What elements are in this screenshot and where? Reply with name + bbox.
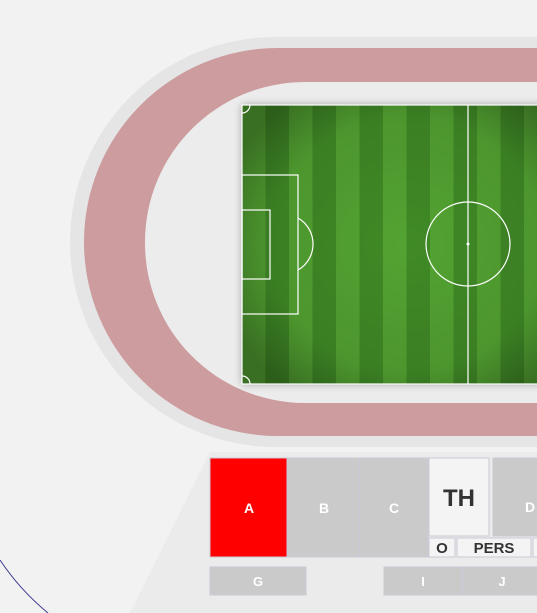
section-g-block[interactable] — [209, 566, 307, 596]
section-a-block[interactable] — [209, 457, 288, 558]
section-b[interactable]: B — [287, 457, 360, 558]
section-pers-block[interactable] — [456, 537, 532, 558]
section-pers[interactable]: PERS — [456, 537, 532, 558]
section-th[interactable]: TH — [428, 457, 490, 537]
corner-arc-top — [241, 104, 251, 114]
section-j-label: J — [498, 574, 505, 589]
section-a-label: A — [244, 500, 254, 516]
section-g[interactable]: G — [209, 566, 307, 596]
penalty-arc — [297, 217, 314, 271]
section-th-label: TH — [443, 485, 475, 512]
corner-arc-bottom — [241, 375, 251, 385]
section-d-block[interactable] — [492, 457, 537, 537]
section-a[interactable]: A — [209, 457, 288, 558]
section-pers-label: PERS — [474, 540, 515, 557]
section-i-label: I — [421, 574, 425, 589]
section-j-block[interactable] — [462, 566, 537, 596]
stadium-outline-arc — [0, 559, 49, 613]
section-i-block[interactable] — [383, 566, 463, 596]
section-i[interactable]: I — [383, 566, 463, 596]
center-spot — [466, 242, 470, 246]
center-circle — [425, 201, 511, 287]
section-th-block[interactable] — [428, 457, 490, 537]
section-b-block[interactable] — [287, 457, 360, 558]
football-pitch — [241, 104, 537, 385]
section-o[interactable]: O — [428, 537, 456, 558]
section-g-label: G — [253, 574, 263, 589]
section-pers-edge — [532, 537, 537, 558]
section-d-label: D — [525, 499, 535, 515]
seating-sections: A B C TH D O PERS G — [209, 457, 537, 596]
section-o-block[interactable] — [428, 537, 456, 558]
section-b-label: B — [319, 500, 329, 516]
section-o-label: O — [436, 540, 448, 557]
section-c[interactable]: C — [359, 457, 429, 558]
goal-box — [241, 209, 271, 280]
section-d[interactable]: D — [492, 457, 537, 537]
section-j[interactable]: J — [462, 566, 537, 596]
section-c-label: C — [389, 500, 399, 516]
section-c-block[interactable] — [359, 457, 429, 558]
